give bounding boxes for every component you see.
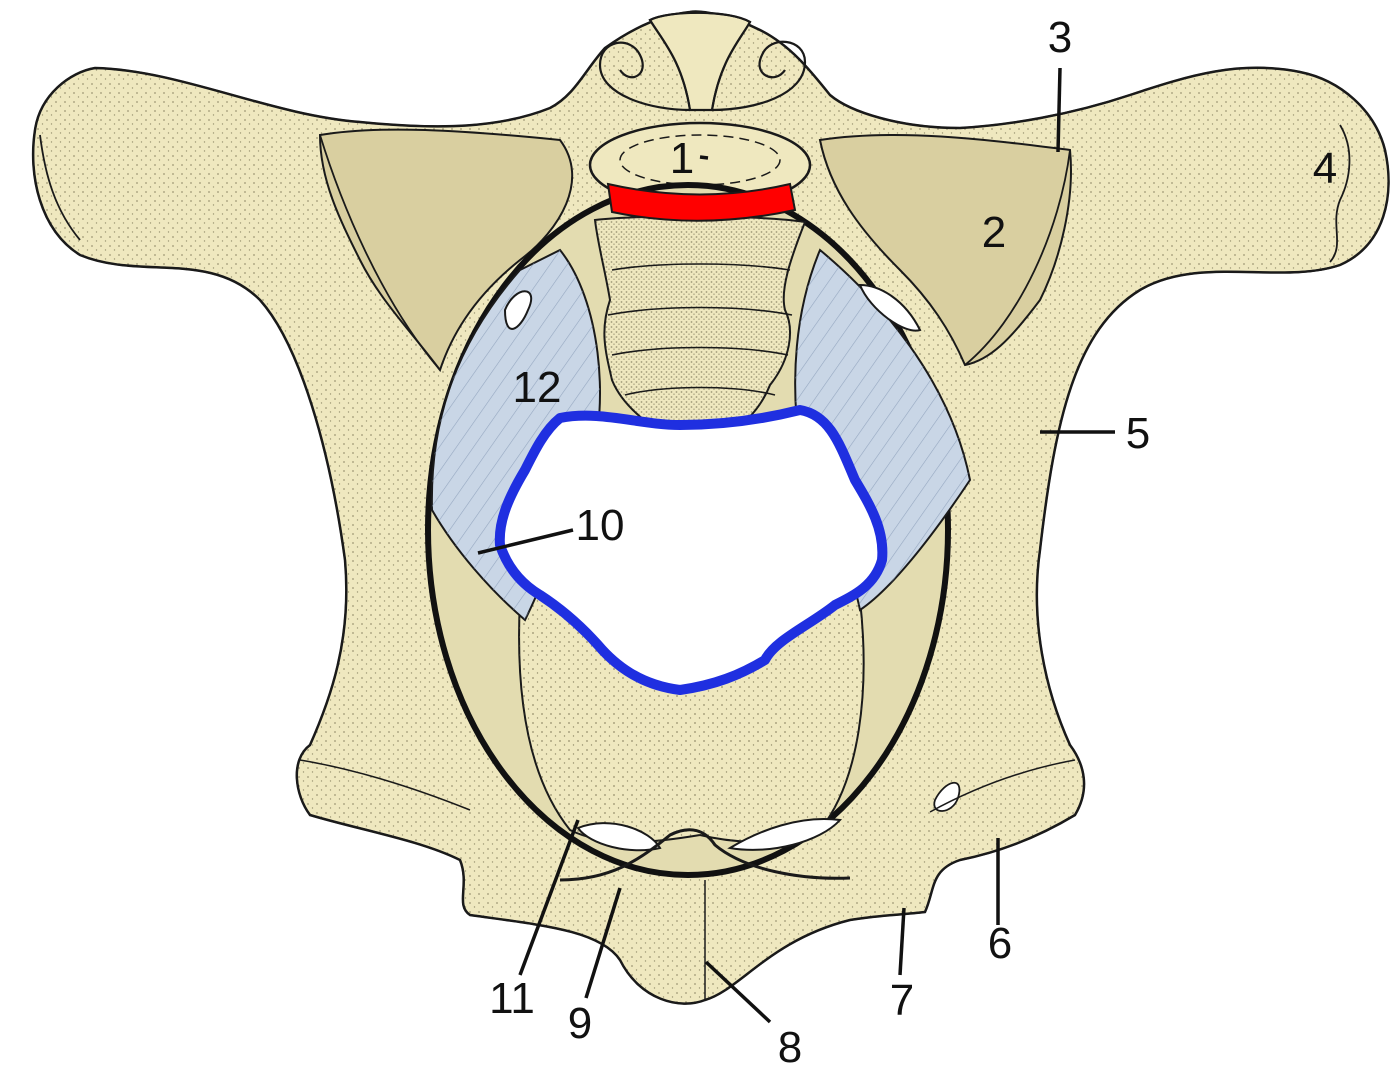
leader-11: [518, 819, 580, 976]
sacrum-stipple: [595, 216, 805, 443]
right-sacral-wing: [818, 133, 1072, 367]
bone-outline: [31, 10, 1390, 1005]
sacral-segment-3: [611, 346, 789, 356]
sacrum: [593, 215, 807, 444]
right-ischium-ridge: [929, 759, 1076, 813]
label-12: 12: [513, 363, 562, 412]
right-articular-process: [711, 40, 807, 112]
leader-9: [584, 887, 622, 999]
leader-1: [699, 155, 709, 160]
leader-3: [1056, 67, 1062, 153]
right-obturator-foramen: [727, 818, 843, 851]
leader-7: [898, 907, 906, 976]
label-8: 8: [778, 1023, 802, 1072]
label-10: 10: [576, 501, 625, 550]
right-upper-foramen: [858, 283, 922, 332]
number-labels: 1 2 3 4 5 6 7 8 9 10 11 12: [489, 13, 1337, 1072]
left-ischium-ridge: [299, 759, 471, 811]
left-obturator-foramen: [576, 822, 662, 852]
label-11: 11: [489, 974, 535, 1023]
leader-lines: [477, 67, 1115, 1024]
sacral-segment-2: [607, 306, 793, 316]
left-wing-edge: [319, 134, 441, 371]
right-wing-crest: [1329, 124, 1351, 263]
label-5: 5: [1126, 409, 1150, 458]
label-1: 1: [670, 134, 694, 183]
sacral-segment-1: [611, 263, 791, 271]
label-7: 7: [890, 976, 914, 1025]
sacral-segment-4: [624, 386, 776, 396]
blue-highlight-outline: [494, 405, 888, 695]
right-wing-edge: [964, 149, 1071, 366]
spinous-outline: [648, 11, 752, 112]
left-upper-foramen: [503, 290, 533, 330]
pelvic-outlet-region: [499, 410, 883, 690]
left-sacral-wing: [318, 128, 574, 373]
red-highlight-band: [606, 182, 797, 222]
label-3: 3: [1048, 13, 1072, 62]
leader-10: [477, 528, 574, 555]
left-wing-crest: [39, 134, 81, 241]
label-6: 6: [988, 919, 1012, 968]
leader-8: [704, 960, 772, 1024]
left-articular-process: [598, 41, 691, 112]
label-2: 2: [982, 208, 1006, 257]
label-9: 9: [568, 999, 592, 1048]
label-4: 4: [1313, 144, 1337, 193]
ischial-arch: [559, 828, 851, 882]
